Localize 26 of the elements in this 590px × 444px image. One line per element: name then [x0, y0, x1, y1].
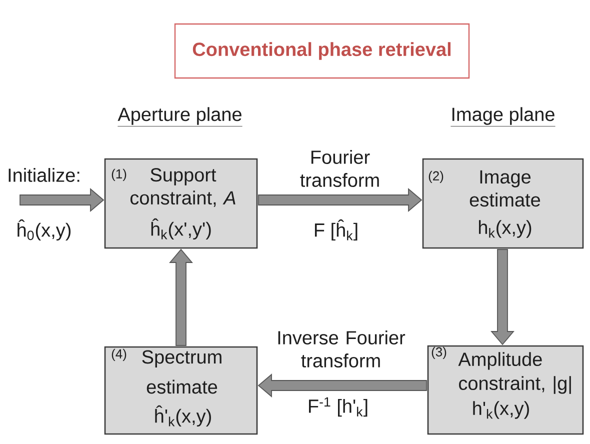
formula: ĥ'$_{k}$(x,y) — [155, 405, 211, 427]
process-box — [104, 158, 258, 249]
process-box — [104, 346, 258, 435]
process-box — [427, 345, 584, 435]
block-arrow — [490, 249, 514, 346]
block-arrow — [169, 248, 193, 346]
formula: F$^{-1}$ [h'$_{k}$] — [309, 397, 368, 417]
formula: h'$_{k}$(x,y) — [473, 401, 529, 419]
step-number: (3) — [432, 346, 446, 360]
edge-label: Fourier transform — [295, 150, 385, 187]
formula: ĥ$_{k}$(x',y') — [151, 218, 211, 240]
formula: h$_{k}$(x,y) — [479, 220, 532, 238]
process-box — [422, 158, 584, 249]
block-arrow — [258, 188, 422, 212]
edge-label: Initialize: — [7, 168, 81, 182]
column-heading: Image plane — [450, 107, 556, 126]
step-number: (2) — [428, 170, 444, 184]
step-number: (1) — [112, 168, 126, 182]
block-arrow — [20, 188, 104, 212]
edge-label: Inverse Fourier transform — [274, 330, 408, 368]
title-box: Conventional phase retrieval — [174, 23, 470, 79]
block-arrow — [258, 374, 427, 398]
formula: F [ĥ$_{k}$] — [314, 219, 358, 241]
formula: ĥ$_{0}$(x,y) — [18, 219, 71, 241]
step-number: (4) — [112, 348, 126, 362]
column-heading: Aperture plane — [117, 107, 243, 126]
